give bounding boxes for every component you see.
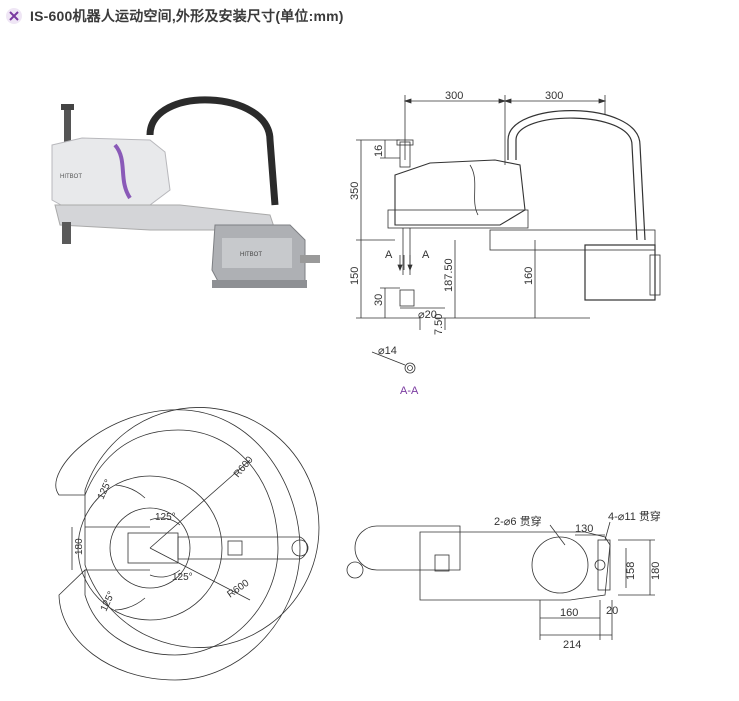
dim-130: 130 <box>575 523 593 535</box>
angle-125-inner-top: 125° <box>155 512 176 523</box>
dim-300-left: 300 <box>445 90 463 102</box>
dim-350: 350 <box>349 182 361 200</box>
svg-text:HITBOT: HITBOT <box>240 252 262 258</box>
dim-180: 180 <box>650 562 662 580</box>
dim-160-base: 160 <box>560 607 578 619</box>
dim-214: 214 <box>563 639 581 651</box>
radius-r600-bottom: R600 <box>225 577 251 600</box>
dim-20-base: 20 <box>606 605 618 617</box>
side-view-drawing <box>356 95 661 374</box>
photo-brand-text: HITBOT <box>60 174 82 180</box>
dim-180-gap: 180 <box>74 538 85 555</box>
robot-photo: HITBOT HITBOT <box>51 96 320 288</box>
page-title: IS-600机器人运动空间,外形及安装尺寸(单位:mm) <box>30 8 344 24</box>
dim-d14: ⌀14 <box>378 345 397 357</box>
section-label-a-left: A <box>385 249 393 261</box>
page-header: IS-600机器人运动空间,外形及安装尺寸(单位:mm) <box>6 6 344 26</box>
dim-160: 160 <box>523 267 535 285</box>
holes-4-d11-label: 4-⌀11 贯穿 <box>608 509 661 523</box>
dim-158: 158 <box>625 562 637 580</box>
angle-125-bottom: 125° <box>99 590 118 613</box>
dim-187-50: 187.50 <box>443 258 455 292</box>
angle-125-mid: 125° <box>172 572 193 583</box>
dim-150: 150 <box>349 267 361 285</box>
holes-2-d6-label: 2-⌀6 贯穿 <box>494 514 542 528</box>
side-view-labels: 300 300 16 350 150 30 187.50 160 ⌀20 7.5… <box>349 90 563 397</box>
workspace-labels: R600 R600 125° 125° 125° 125° 180 <box>74 454 256 613</box>
section-label-a-right: A <box>422 249 430 261</box>
x-logo-icon <box>6 8 22 24</box>
base-plan-labels: 2-⌀6 贯穿 4-⌀11 贯穿 130 158 180 160 20 214 <box>494 509 662 651</box>
dim-d20: ⌀20 <box>418 309 437 321</box>
dim-30: 30 <box>373 294 385 306</box>
dim-300-right: 300 <box>545 90 563 102</box>
dim-16: 16 <box>373 145 385 157</box>
dim-7-50: 7.50 <box>433 314 445 335</box>
workspace-top-view <box>55 407 320 681</box>
section-aa-label: A-A <box>400 385 419 397</box>
base-plan-view <box>346 521 655 640</box>
angle-125-top: 125° <box>96 478 115 501</box>
